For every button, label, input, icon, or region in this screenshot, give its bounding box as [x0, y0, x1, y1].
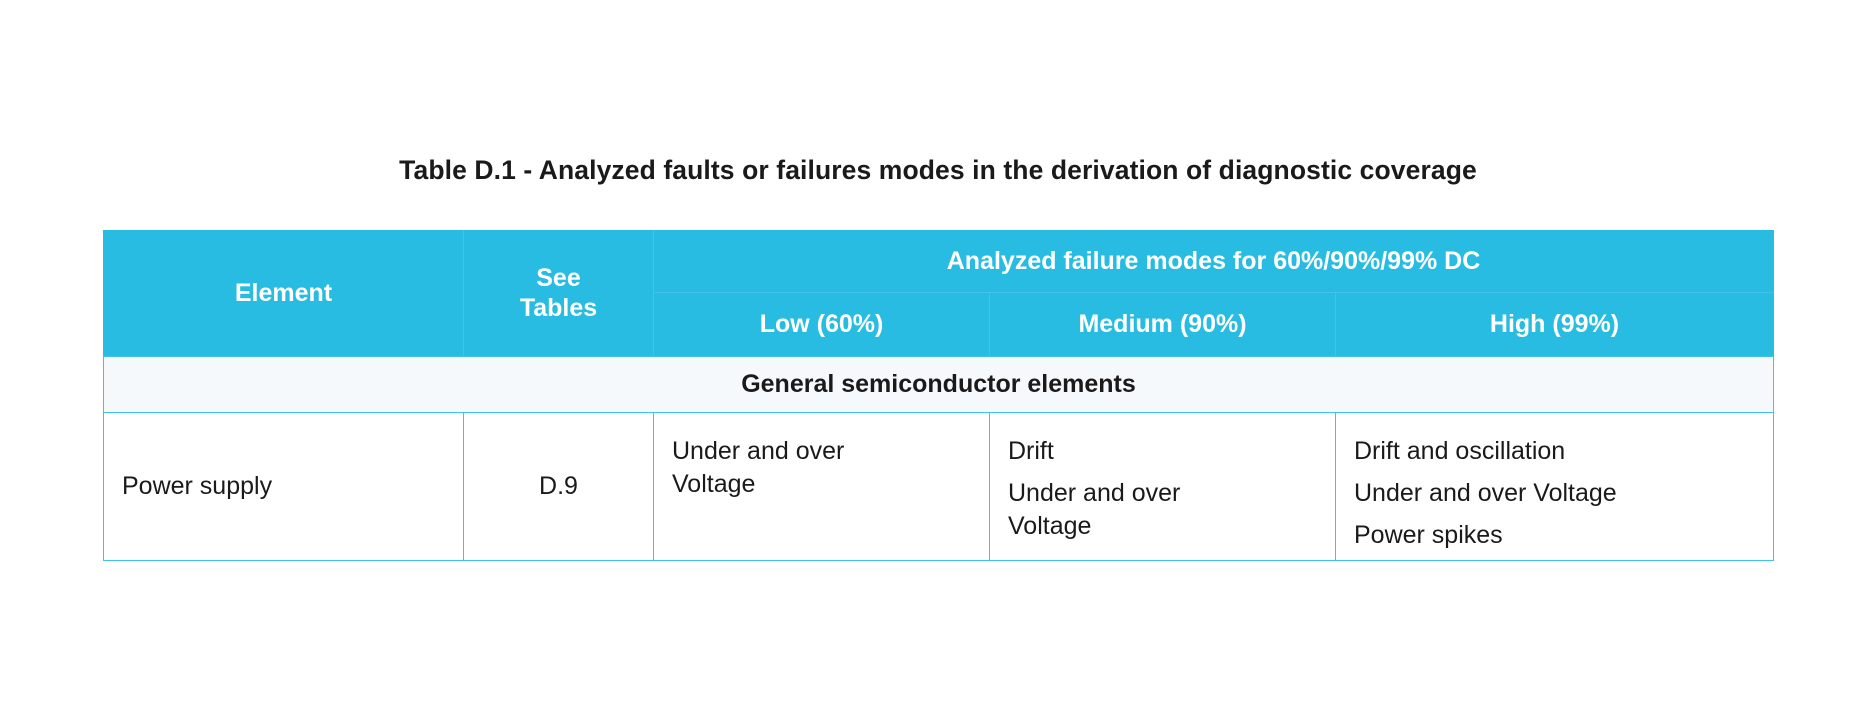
section-header-row: General semiconductor elements — [103, 356, 1774, 413]
failure-mode-item: Under and over Voltage — [1354, 479, 1617, 507]
failure-mode-list-low: Under and over Voltage — [672, 435, 989, 501]
failure-mode-item: Under and over Voltage — [1008, 479, 1181, 540]
failure-mode-item: Drift and oscillation — [1354, 437, 1566, 465]
column-header-low: Low (60%) — [653, 292, 990, 357]
header-row-top: Element See Tables Analyzed failure mode… — [103, 230, 1774, 357]
cell-low: Under and over Voltage — [653, 412, 990, 561]
column-header-high-label: High (99%) — [1489, 309, 1620, 338]
table-container: Element See Tables Analyzed failure mode… — [103, 230, 1774, 561]
column-header-see-tables-line2: Tables — [519, 293, 598, 322]
table-body: General semiconductor elements Power sup… — [103, 356, 1774, 561]
column-header-medium-label: Medium (90%) — [1078, 309, 1247, 338]
table-header: Element See Tables Analyzed failure mode… — [103, 230, 1774, 357]
section-header-label: General semiconductor elements — [103, 356, 1774, 413]
column-header-element-label: Element — [234, 278, 333, 307]
column-header-analyzed-failure-modes-label: Analyzed failure modes for 60%/90%/99% D… — [946, 246, 1481, 275]
diagnostic-coverage-table: Element See Tables Analyzed failure mode… — [103, 230, 1774, 561]
column-header-low-label: Low (60%) — [759, 309, 884, 338]
column-header-analyzed-failure-modes: Analyzed failure modes for 60%/90%/99% D… — [653, 230, 1774, 293]
table-title: Table D.1 - Analyzed faults or failures … — [399, 155, 1477, 185]
column-header-see-tables: See Tables — [463, 230, 654, 357]
failure-mode-item: Drift — [1008, 437, 1054, 465]
column-header-medium: Medium (90%) — [989, 292, 1336, 357]
cell-see-tables: D.9 — [463, 412, 654, 561]
cell-element: Power supply — [103, 412, 464, 561]
column-header-high: High (99%) — [1335, 292, 1774, 357]
column-header-element: Element — [103, 230, 464, 357]
failure-mode-item: Under and over Voltage — [672, 437, 845, 498]
failure-mode-item: Power spikes — [1354, 521, 1503, 549]
table-row: Power supply D.9 Under and over Voltage … — [103, 412, 1774, 561]
header-row-sub: Low (60%) Medium (90%) High (99%) — [104, 292, 1774, 357]
column-header-see-tables-line1: See — [536, 264, 581, 292]
